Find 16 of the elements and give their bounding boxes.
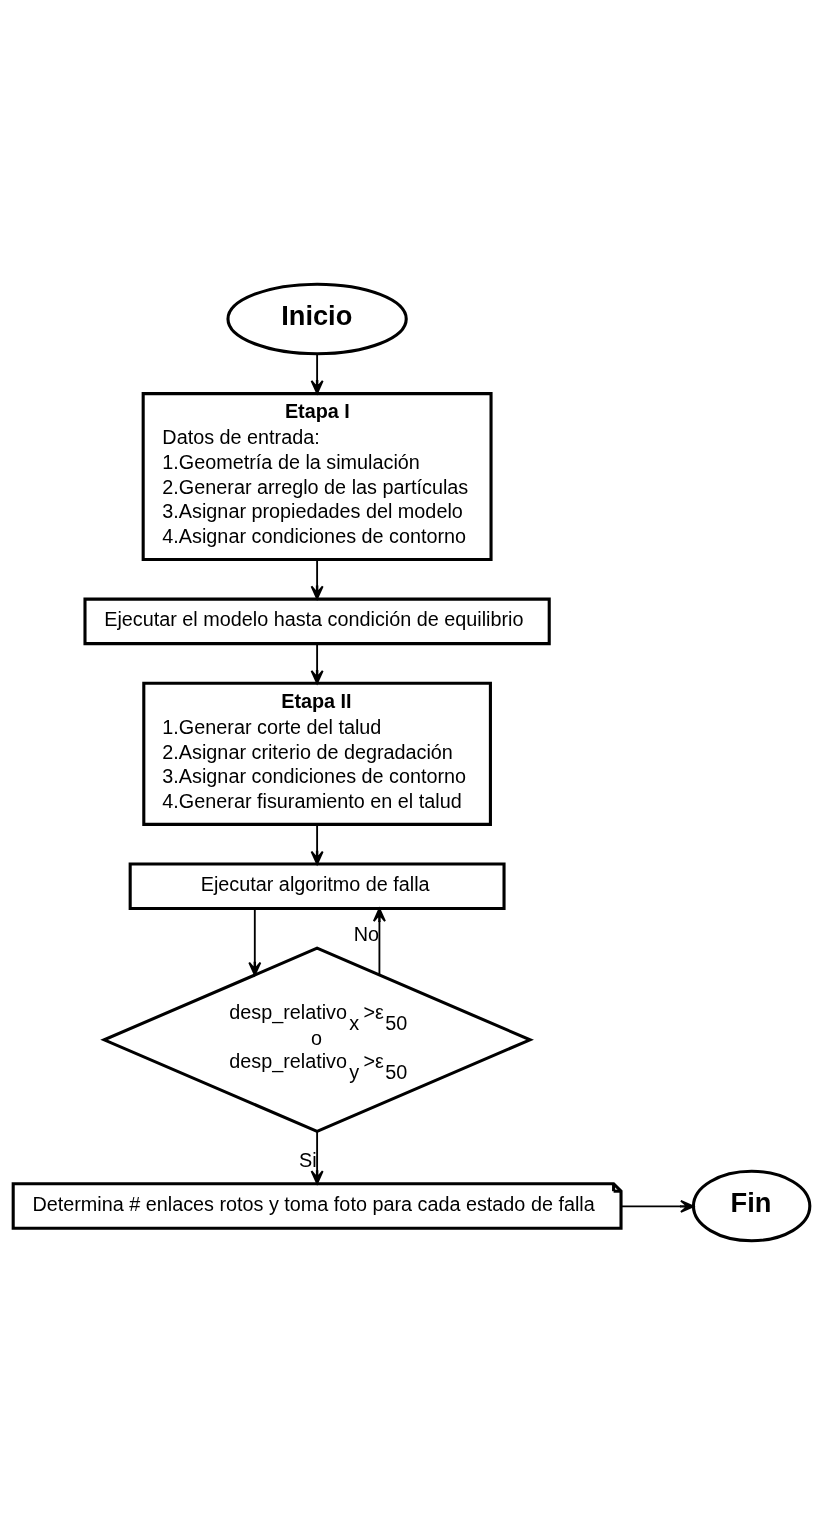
arrow (310, 558, 324, 600)
node-box: Etapa I Datos de entrada: 1.Geometría de la simulación 2.Generar arreglo de las partículas 3.Asignar propiedades del modelo 4.Asignar condiciones de contorno (141, 392, 493, 562)
node-ellipse: Fin (691, 1169, 812, 1243)
arrow (248, 907, 262, 976)
node-box: Ejecutar algoritmo de falla (128, 862, 506, 911)
arrow (372, 907, 386, 976)
arrow (620, 1199, 695, 1213)
arrow (310, 1130, 324, 1185)
arrow (310, 353, 324, 395)
node-box: Etapa II 1.Generar corte del talud 2.Asignar criterio de degradación 3.Asignar condiciones de contorno 4.Generar fisuramiento en el talud (142, 681, 492, 826)
arrow (310, 642, 324, 685)
edge-label: No (353, 923, 380, 946)
edge-label: Si (299, 1149, 317, 1172)
node-ellipse: Inicio (226, 282, 408, 356)
arrow (310, 823, 324, 865)
node-box: Ejecutar el modelo hasta condición de equilibrio (83, 597, 551, 646)
